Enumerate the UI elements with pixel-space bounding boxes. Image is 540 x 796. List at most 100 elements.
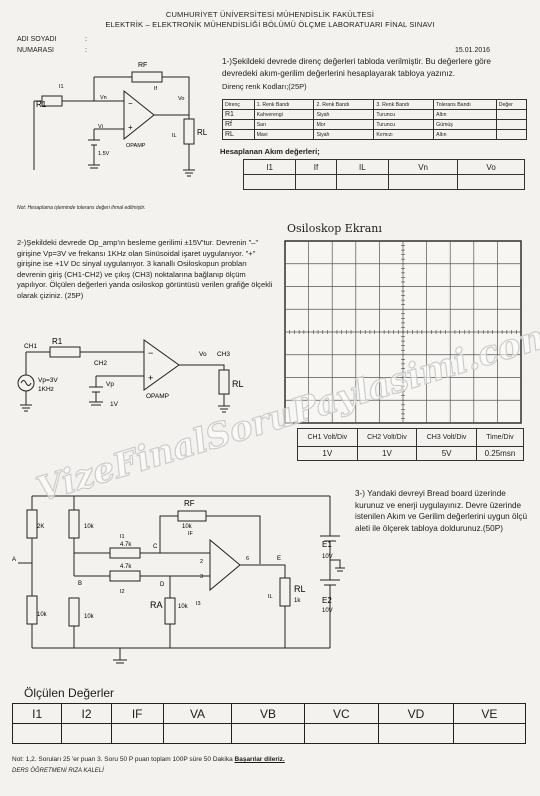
table-cell[interactable] xyxy=(495,119,528,130)
q2-vp-label: Vp=3V xyxy=(38,377,58,384)
table-header: I2 xyxy=(61,703,112,724)
q1-if-label: If xyxy=(154,86,158,92)
q1-vo-label: Vo xyxy=(178,96,184,102)
q2-rl-label: RL xyxy=(232,379,244,389)
q3-e2-label: E2 xyxy=(322,596,332,605)
table-cell: Kahverengi xyxy=(253,109,315,120)
q3-text: 3-) Yandaki devreyi Bread board üzerinde… xyxy=(355,489,528,533)
table-cell[interactable] xyxy=(457,174,525,190)
table-header: VA xyxy=(162,703,233,724)
table-cell[interactable] xyxy=(378,723,454,744)
table-header: I1 xyxy=(11,703,63,724)
osc-grid xyxy=(284,240,522,424)
table-header: Tolerans Bandı xyxy=(433,99,497,110)
table-header: Direnç xyxy=(222,99,255,110)
table-header: Time/Div xyxy=(475,428,525,447)
q2-freq-label: 1KHz xyxy=(38,386,54,393)
exam-date: 15.01.2016 xyxy=(455,47,491,54)
table-header: VB xyxy=(231,703,305,724)
table-cell[interactable] xyxy=(61,723,112,744)
table-header: CH3 Volt/Div xyxy=(416,428,477,447)
table-cell[interactable] xyxy=(242,174,297,190)
q3-ra-value: 10k xyxy=(178,604,189,610)
q1-minus-sign: − xyxy=(128,99,133,108)
q2-plus-sign: + xyxy=(148,373,153,383)
table-cell: Gümüş xyxy=(433,119,497,130)
q3-rl-value: 1k xyxy=(294,598,301,604)
table-cell[interactable] xyxy=(11,723,63,744)
q3-10k-left-label: 10k xyxy=(37,612,48,618)
q1-calc-table: I1 If IL Vn Vo xyxy=(242,159,525,190)
table-header: 2. Renk Bandı xyxy=(313,99,375,110)
measured-title: Ölçülen Değerler xyxy=(24,686,115,700)
table-cell[interactable] xyxy=(335,174,389,190)
q1-color-title: Direnç renk Kodları;(25P) xyxy=(222,82,307,91)
table-cell: 0.25msn xyxy=(475,446,525,461)
name-label: ADI SOYADI xyxy=(17,36,57,43)
q3-node-b: B xyxy=(78,581,82,587)
q2-1v-label: 1V xyxy=(110,401,119,408)
table-cell: Mor xyxy=(313,119,375,130)
q3-e1-value: 10V xyxy=(322,554,333,560)
q3-e2-value: 10V xyxy=(322,608,333,614)
footer-note-bold: Başarılar dileriz. xyxy=(234,756,285,763)
measured-table: I1 I2 IF VA VB VC VD VE xyxy=(11,703,527,744)
q3-node-d: D xyxy=(160,582,165,588)
table-cell[interactable] xyxy=(387,174,459,190)
table-cell[interactable] xyxy=(303,723,380,744)
table-cell: Siyah xyxy=(313,129,375,140)
q1-i1-label: I1 xyxy=(59,84,64,90)
table-cell: 1V xyxy=(297,446,358,461)
q3-pin-2: 2 xyxy=(200,559,203,565)
q3-rf-value: 10k xyxy=(182,524,193,530)
table-header: CH1 Volt/Div xyxy=(297,428,358,447)
table-cell[interactable] xyxy=(110,723,164,744)
q3-node-e: E xyxy=(277,556,281,562)
table-cell[interactable] xyxy=(495,109,528,120)
q1-note: Not: Hesaplama işleminde tolerans değeri… xyxy=(17,205,146,211)
q1-circuit: RF If I1 R1 Vn Vo Vi 1.5V OPAMP − + IL R… xyxy=(33,62,208,177)
table-header: IL xyxy=(335,159,389,175)
q2-vo-label: Vo xyxy=(199,351,207,358)
table-row: R1 Kahverengi Siyah Turuncu Altın xyxy=(222,109,528,120)
table-header: I1 xyxy=(242,159,297,175)
table-cell: Mavi xyxy=(253,129,315,140)
table-cell[interactable] xyxy=(295,174,337,190)
q3-i1-label: I1 xyxy=(120,534,125,540)
table-cell: Altın xyxy=(433,109,497,120)
table-cell: 1V xyxy=(356,446,418,461)
table-row: Rf Sarı Mor Turuncu Gümüş xyxy=(222,119,528,130)
table-cell[interactable] xyxy=(162,723,233,744)
q2-ch1-label: CH1 xyxy=(24,343,37,350)
q2-circuit: CH1 R1 CH2 Vo CH3 Vp=3V 1KHz Vp 1V OPAMP… xyxy=(17,337,244,413)
table-row: 1V 1V 5V 0.25msn xyxy=(297,446,525,461)
table-cell: Siyah xyxy=(313,109,375,120)
table-cell: 5V xyxy=(416,446,477,461)
q1-il-label: IL xyxy=(172,133,177,139)
table-cell[interactable] xyxy=(231,723,305,744)
table-cell[interactable] xyxy=(452,723,527,744)
q2-ch2-label: CH2 xyxy=(94,360,107,367)
table-row: RL Mavi Siyah Kırmızı Altın xyxy=(222,129,528,140)
q3-e1-label: E1 xyxy=(322,540,332,549)
q3-10k-top-label: 10k xyxy=(84,524,95,530)
q2-r1-label: R1 xyxy=(52,337,63,346)
table-cell: Turuncu xyxy=(373,109,435,120)
q1-source-label: 1.5V xyxy=(98,151,110,157)
table-cell: RL xyxy=(222,129,255,140)
q1-vi-label: Vi xyxy=(98,124,103,130)
osc-settings-table: CH1 Volt/Div CH2 Volt/Div CH3 Volt/Div T… xyxy=(297,428,525,461)
q1-rf-label: RF xyxy=(138,62,147,69)
name-colon: : xyxy=(85,36,87,43)
q3-ra-label: RA xyxy=(150,600,163,610)
table-cell[interactable] xyxy=(495,129,528,140)
q3-47k-top-label: 4.7k xyxy=(120,542,132,548)
footer-note: Not: 1,2. Soruları 25 'er puan 3. Soru 5… xyxy=(12,756,285,763)
header-line1: CUMHURİYET ÜNİVERSİTESİ MÜHENDİSLİK FAKÜ… xyxy=(165,10,375,19)
table-cell: Kırmızı xyxy=(373,129,435,140)
table-header: IF xyxy=(110,703,164,724)
q3-rf-label: RF xyxy=(184,499,195,508)
number-colon: : xyxy=(85,47,87,54)
table-cell: Rf xyxy=(222,119,255,130)
table-row xyxy=(242,174,525,190)
